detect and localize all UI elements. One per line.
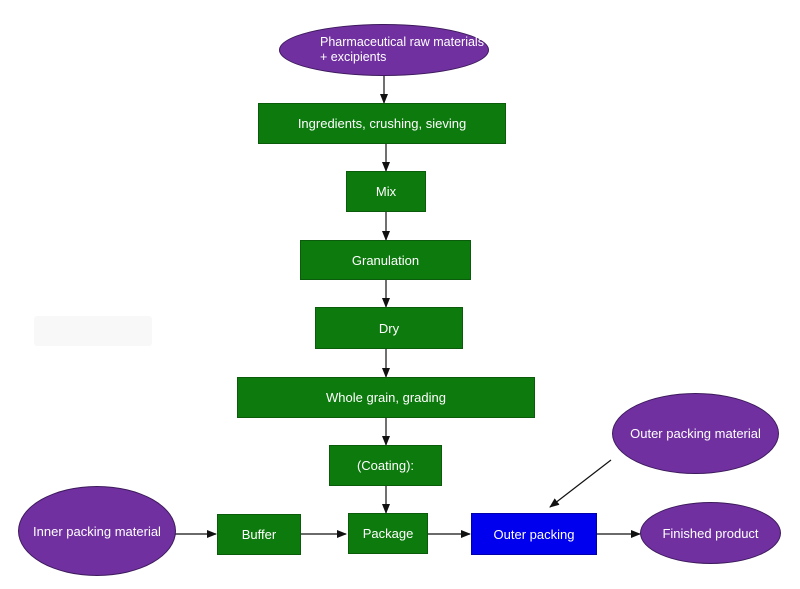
node-raw-materials: Pharmaceutical raw materials + excipient… [279, 24, 489, 76]
node-dry: Dry [315, 307, 463, 349]
node-whole-grain: Whole grain, grading [237, 377, 535, 418]
node-inner-packing-material: Inner packing material [18, 486, 176, 576]
node-package: Package [348, 513, 428, 554]
node-buffer: Buffer [217, 514, 301, 555]
node-coating: (Coating): [329, 445, 442, 486]
node-ingredients-label: Ingredients, crushing, sieving [297, 116, 467, 131]
faint-background-block [34, 316, 152, 346]
arrow-outer-material-to-outer-packing [549, 459, 612, 508]
node-outer-packing-label: Outer packing [493, 526, 575, 542]
node-granulation-label: Granulation [351, 252, 420, 268]
node-ingredients: Ingredients, crushing, sieving [258, 103, 506, 144]
node-outer-packing-material: Outer packing material [612, 393, 779, 474]
node-dry-label: Dry [378, 320, 400, 336]
node-finished-product: Finished product [640, 502, 781, 564]
node-coating-label: (Coating): [356, 458, 415, 473]
node-whole-grain-label: Whole grain, grading [326, 390, 446, 405]
node-outer-packing-material-label: Outer packing material [630, 426, 761, 441]
node-finished-product-label: Finished product [662, 525, 759, 541]
node-mix-label: Mix [375, 184, 397, 199]
node-buffer-label: Buffer [241, 527, 277, 542]
node-mix: Mix [346, 171, 426, 212]
node-granulation: Granulation [300, 240, 471, 280]
node-outer-packing: Outer packing [471, 513, 597, 555]
node-package-label: Package [362, 526, 414, 541]
node-raw-materials-label: Pharmaceutical raw materials + excipient… [320, 35, 484, 64]
node-inner-packing-material-label: Inner packing material [33, 523, 161, 539]
